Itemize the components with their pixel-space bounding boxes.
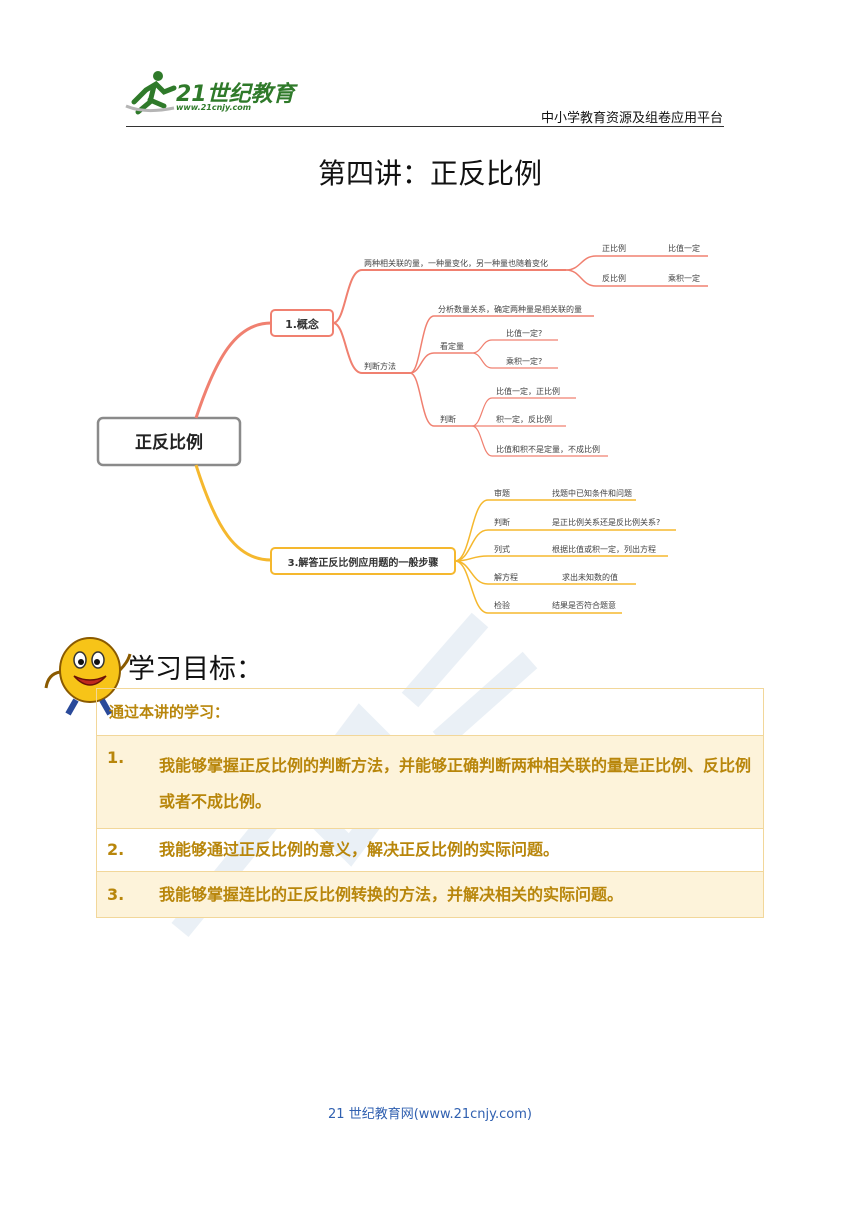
judge-3: 比值和积不是定量，不成比例	[496, 444, 600, 454]
header-divider	[126, 126, 724, 127]
question-2: 乘积一定?	[506, 356, 542, 366]
footer-link[interactable]: 21 世纪教育网(www.21cnjy.com)	[328, 1107, 532, 1122]
header-platform-text: 中小学教育资源及组卷应用平台	[540, 111, 723, 126]
step-desc-4: 求出未知数的值	[562, 572, 618, 582]
step-name-1: 审题	[494, 488, 510, 498]
question-1: 比值一定?	[506, 328, 542, 338]
step-name-4: 解方程	[494, 572, 518, 582]
step-name-5: 检验	[494, 600, 510, 610]
logo-url: www.21cnjy.com	[176, 103, 252, 112]
step-desc-1: 找题中已知条件和问题	[552, 488, 632, 498]
page-title: 第四讲：正反比例	[317, 157, 542, 190]
judge-2: 积一定，反比例	[496, 414, 552, 424]
concept-def: 两种相关联的量，一种量变化，另一种量也随着变化	[364, 258, 548, 268]
objective-row-3: 3. 我能够掌握连比的正反比例转换的方法，并解决相关的实际问题。	[97, 871, 763, 917]
logo-text: 21世纪教育	[176, 82, 295, 107]
root-node	[96, 416, 242, 467]
objectives-table: 通过本讲的学习： 1. 我能够掌握正反比例的判断方法，并能够正确判断两种相关联的…	[96, 688, 764, 918]
objective-number: 2.	[107, 840, 125, 859]
judge-label: 判断	[440, 414, 456, 424]
step-desc-3: 根据比值或积一定，列出方程	[552, 544, 656, 554]
objective-number: 1.	[107, 748, 125, 767]
direct-rule: 比值一定	[668, 243, 700, 253]
method-label: 判断方法	[364, 361, 396, 371]
objective-row-1: 1. 我能够掌握正反比例的判断方法，并能够正确判断两种相关联的量是正比例、反比例…	[97, 735, 763, 828]
objective-text: 我能够掌握连比的正反比例转换的方法，并解决相关的实际问题。	[159, 885, 624, 904]
step-name-3: 列式	[494, 544, 510, 554]
objective-row-2: 2. 我能够通过正反比例的意义，解决正反比例的实际问题。	[97, 828, 763, 871]
step-name-2: 判断	[494, 517, 510, 527]
direct-label: 正比例	[602, 243, 626, 253]
objective-number: 3.	[107, 885, 125, 904]
concept-label: 1.概念	[285, 317, 320, 331]
mind-map: 正反比例 1.概念 两种相关联的量，一种量变化，另一种量也随着变化 正比例 比值…	[96, 243, 708, 614]
inverse-label: 反比例	[602, 273, 626, 283]
analyze-label: 分析数量关系，确定两种量是相关联的量	[438, 304, 582, 314]
steps-label: 3.解答正反比例应用题的一般步骤	[288, 556, 439, 569]
step-desc-5: 结果是否符合题意	[552, 600, 616, 610]
goals-heading: 学习目标：	[128, 654, 263, 685]
logo-runner-icon	[125, 71, 177, 115]
step-desc-2: 是正比例关系还是反比例关系?	[552, 517, 660, 527]
objectives-intro: 通过本讲的学习：	[109, 703, 230, 721]
look-label: 看定量	[440, 341, 464, 351]
inverse-rule: 乘积一定	[668, 273, 700, 283]
objective-text: 我能够通过正反比例的意义，解决正反比例的实际问题。	[159, 840, 560, 859]
judge-1: 比值一定，正比例	[496, 386, 560, 396]
root-label: 正反比例	[135, 432, 203, 453]
smiley-mascot-icon	[44, 637, 132, 716]
objective-text: 我能够掌握正反比例的判断方法，并能够正确判断两种相关联的量是正比例、反比例或者不…	[159, 756, 752, 811]
